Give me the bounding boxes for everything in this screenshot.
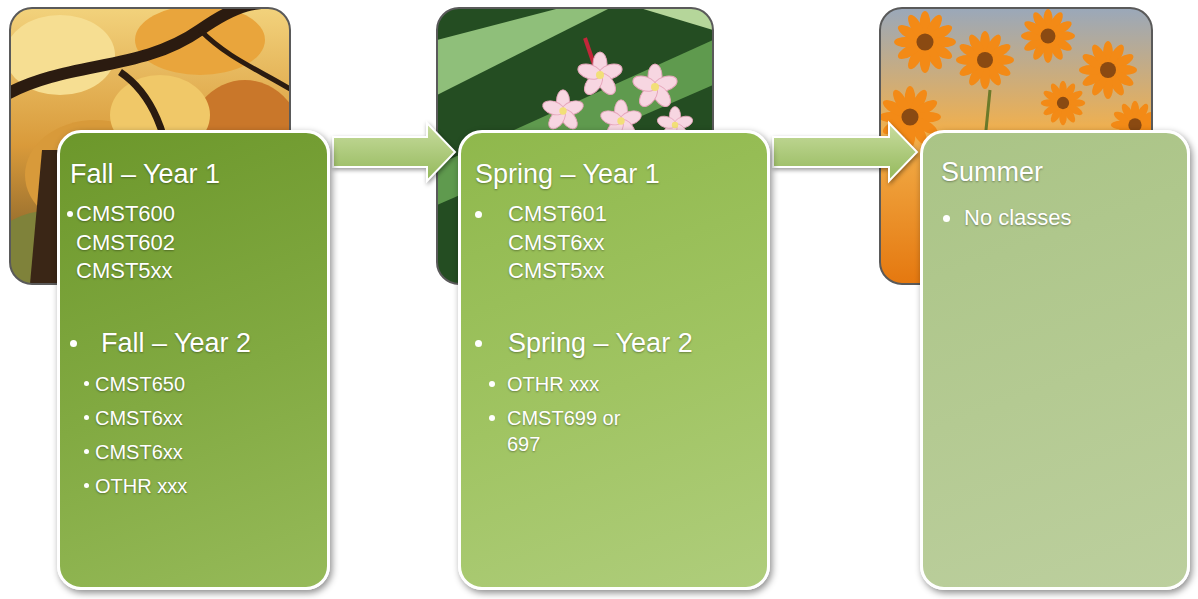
flower (1041, 81, 1085, 125)
list-row: Spring – Year 1 (475, 157, 759, 192)
course-text: CMST600 CMST602 CMST5xx (76, 200, 175, 286)
course-text: CMST699 or 697 (507, 405, 632, 457)
term-box: Summer No classes (920, 130, 1190, 590)
bullet-dot (67, 211, 73, 217)
bullet-dot (70, 340, 77, 347)
term-box: Spring – Year 1 CMST601 CMST6xx CMST5xxSp… (458, 130, 770, 590)
list-row: OTHR xxx (84, 473, 319, 499)
list-row: CMST6xx (84, 439, 319, 465)
flower (894, 11, 956, 73)
flower (1079, 41, 1137, 99)
list-row: Spring – Year 2 (475, 326, 759, 361)
leaf (437, 8, 610, 95)
list-row: CMST699 or 697 (489, 405, 759, 457)
list-row: CMST600 CMST602 CMST5xx (67, 200, 319, 286)
flower (576, 52, 624, 98)
course-text: Fall – Year 2 (101, 326, 251, 361)
bullet-dot (943, 215, 950, 222)
bullet-dot (475, 340, 482, 347)
list-row: Fall – Year 1 (70, 157, 319, 192)
bullet-dot (84, 483, 89, 488)
course-text: CMST601 CMST6xx CMST5xx (508, 200, 607, 286)
bullet-dot (489, 415, 495, 421)
flower (956, 31, 1014, 89)
term-heading: Summer (941, 155, 1043, 190)
term-box: Fall – Year 1 CMST600 CMST602 CMST5xxFall… (57, 130, 330, 590)
list-row: OTHR xxx (489, 371, 759, 397)
tree-branch (10, 8, 290, 95)
course-text: CMST6xx (95, 439, 183, 465)
course-text: CMST650 (95, 371, 185, 397)
list-row: Fall – Year 2 (70, 326, 319, 361)
bullet-dot (84, 449, 89, 454)
list-row: Summer (941, 155, 1179, 190)
flower (1021, 9, 1075, 63)
course-text: OTHR xxx (95, 473, 187, 499)
bullet-dot (475, 211, 482, 218)
course-text: CMST6xx (95, 405, 183, 431)
flower (541, 90, 585, 132)
course-text: Spring – Year 2 (508, 326, 693, 361)
tree-branch (200, 30, 290, 92)
flow-arrow (773, 123, 917, 181)
bullet-dot (84, 381, 89, 386)
course-text: OTHR xxx (507, 371, 599, 397)
bullet-dot (489, 381, 495, 387)
list-row: CMST6xx (84, 405, 319, 431)
term-heading: Fall – Year 1 (70, 157, 220, 192)
bullet-dot (84, 415, 89, 420)
list-row: CMST601 CMST6xx CMST5xx (475, 200, 759, 286)
flower (631, 64, 679, 110)
flow-arrow (333, 123, 455, 181)
list-row: CMST650 (84, 371, 319, 397)
list-row: No classes (943, 204, 1179, 233)
course-text: No classes (964, 204, 1072, 233)
term-heading: Spring – Year 1 (475, 157, 660, 192)
